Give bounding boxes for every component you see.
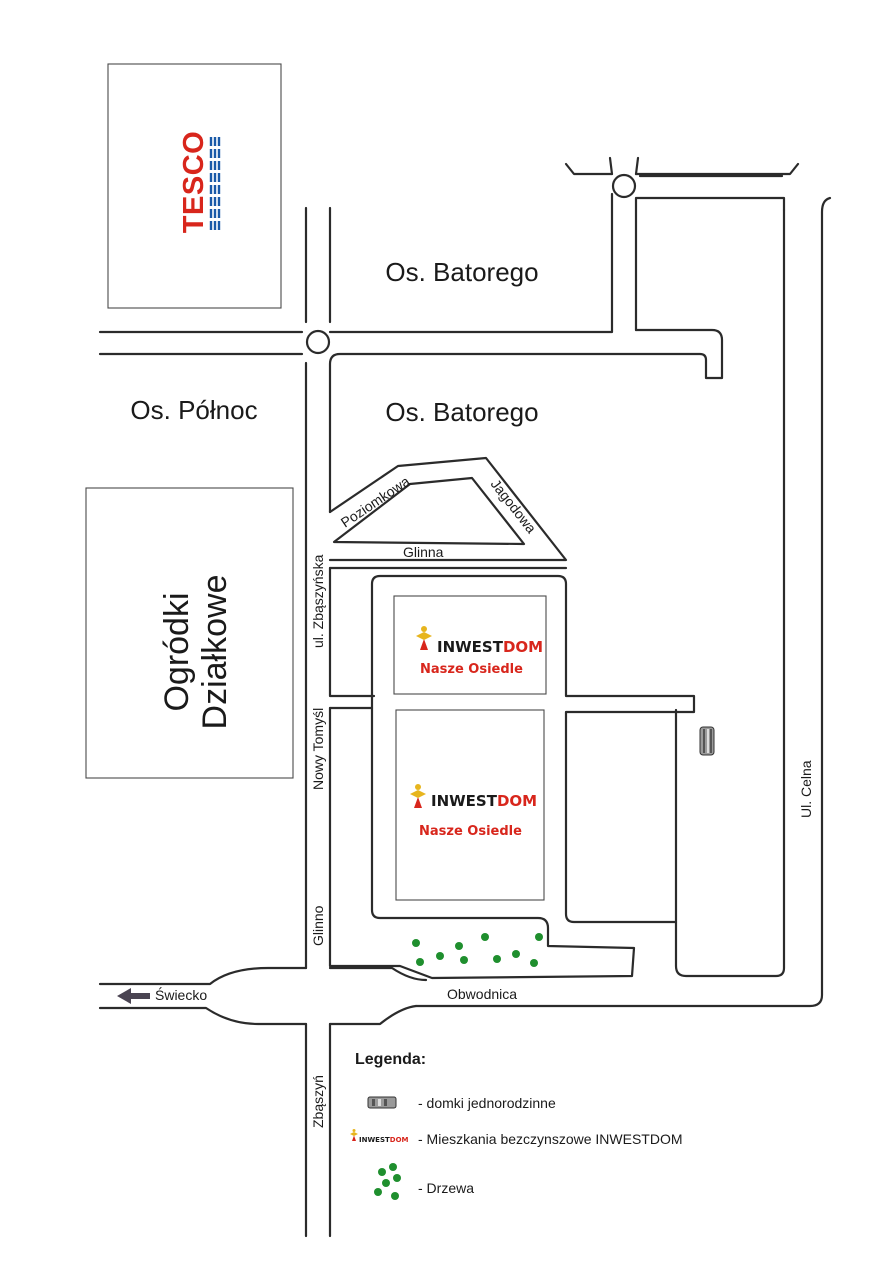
inwestdom-figure-icon bbox=[416, 626, 432, 650]
svg-text:INWESTDOM: INWESTDOM bbox=[431, 792, 537, 810]
ogrodki-label-line2: Działkowe bbox=[196, 575, 234, 730]
estate-south-slogan: Nasze Osiedle bbox=[419, 824, 522, 839]
legend-inwestdom-text: - Mieszkania bezczynszowe INWESTDOM bbox=[418, 1131, 683, 1147]
street-zbaszyn: Zbąszyń bbox=[310, 1075, 326, 1128]
arrow-left-icon bbox=[117, 988, 150, 1004]
legend-item-trees: - Drzewa bbox=[374, 1163, 474, 1200]
street-obwodnica: Obwodnica bbox=[447, 986, 517, 1002]
street-glinna: Glinna bbox=[403, 544, 444, 560]
estate-south-brand-b: DOM bbox=[497, 792, 537, 810]
estate-south-brand-a: INWEST bbox=[431, 792, 498, 810]
tesco-logo: TESCO bbox=[178, 131, 221, 233]
ogrodki-area: Ogródki Działkowe bbox=[85, 487, 294, 779]
legend-item-inwestdom: INWESTDOM - Mieszkania bezczynszowe INWE… bbox=[350, 1129, 683, 1147]
legend-title: Legenda: bbox=[355, 1051, 426, 1068]
inwestdom-logo: INWESTDOM Nasze Osiedle bbox=[410, 784, 537, 839]
trees-icon bbox=[374, 1163, 401, 1200]
estate-north-brand-b: DOM bbox=[503, 638, 543, 656]
svg-text:INWESTDOM: INWESTDOM bbox=[437, 638, 543, 656]
street-glinno: Glinno bbox=[310, 905, 326, 946]
street-swiecko: Świecko bbox=[155, 986, 207, 1003]
trees-icon bbox=[412, 933, 543, 967]
tesco-logo-text: TESCO bbox=[178, 131, 210, 233]
house-icon bbox=[367, 1096, 397, 1109]
legend-item-houses: - domki jednorodzinne bbox=[367, 1095, 556, 1111]
street-nowy-tomysl: Nowy Tomyśl bbox=[310, 708, 326, 790]
legend: Legenda: - domki jednorodzinne INWESTDOM bbox=[350, 1051, 683, 1200]
label-batorego-north: Os. Batorego bbox=[385, 257, 538, 287]
ogrodki-label-line1: Ogródki bbox=[158, 592, 196, 711]
house-icon bbox=[699, 726, 715, 756]
legend-trees-text: - Drzewa bbox=[418, 1180, 474, 1196]
street-zbaszynska: ul. Zbąszyńska bbox=[310, 554, 326, 648]
tesco-stripes-icon bbox=[209, 134, 221, 230]
legend-houses-text: - domki jednorodzinne bbox=[418, 1095, 556, 1111]
tesco-area: TESCO bbox=[107, 63, 282, 309]
label-polnoc: Os. Północ bbox=[130, 395, 257, 425]
legend-logo-brand-a: INWEST bbox=[359, 1136, 390, 1144]
estate-north-brand-a: INWEST bbox=[437, 638, 504, 656]
inwestdom-figure-icon bbox=[410, 784, 426, 808]
legend-logo-brand-b: DOM bbox=[390, 1136, 409, 1144]
estate-north-slogan: Nasze Osiedle bbox=[420, 662, 523, 677]
svg-text:INWESTDOM: INWESTDOM bbox=[359, 1136, 409, 1144]
estate-block-north[interactable]: INWESTDOM Nasze Osiedle bbox=[393, 595, 547, 695]
label-batorego-south: Os. Batorego bbox=[385, 397, 538, 427]
estate-block-south[interactable]: INWESTDOM Nasze Osiedle bbox=[395, 709, 545, 901]
inwestdom-logo-icon: INWESTDOM bbox=[350, 1129, 409, 1144]
street-celna: Ul. Celna bbox=[798, 760, 814, 818]
inwestdom-logo: INWESTDOM Nasze Osiedle bbox=[416, 626, 543, 677]
road-network bbox=[98, 156, 832, 1238]
